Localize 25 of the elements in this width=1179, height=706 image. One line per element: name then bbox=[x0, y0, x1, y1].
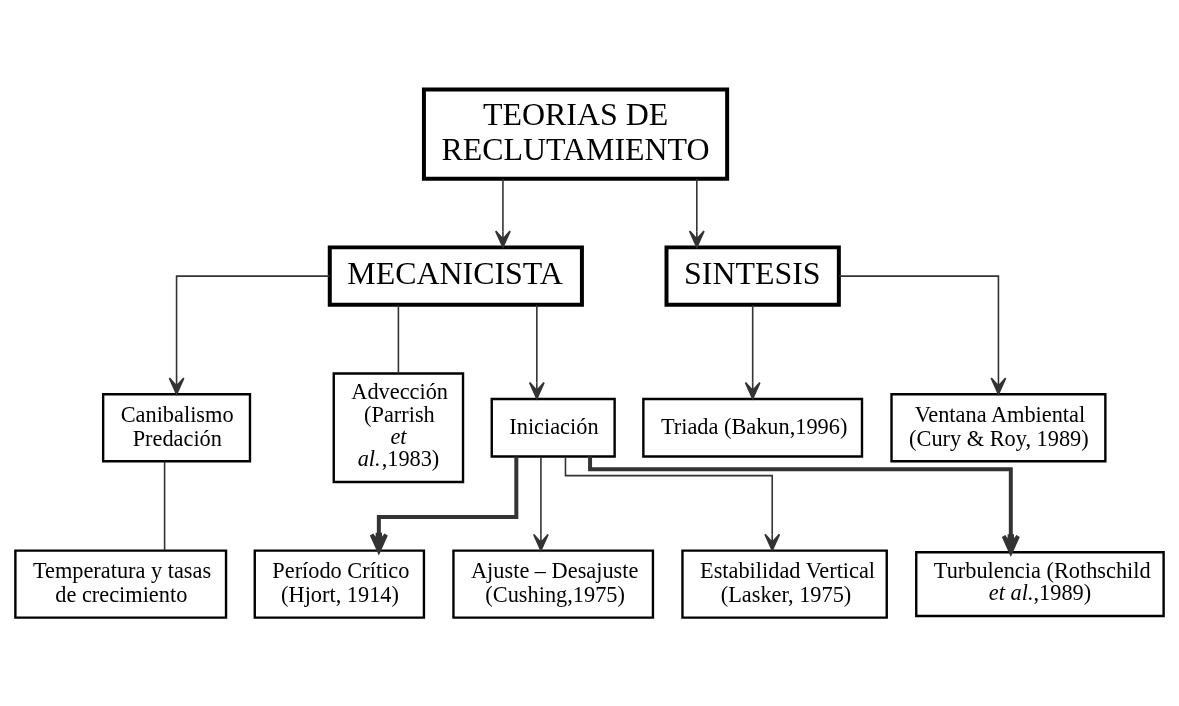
node-box: Ventana Ambiental (Cury & Roy, 1989) bbox=[890, 392, 1107, 462]
connector bbox=[163, 460, 166, 551]
arrow bbox=[168, 274, 331, 395]
arrow bbox=[532, 455, 549, 551]
arrow bbox=[688, 177, 705, 248]
node-box: Triada (Bakun,1996) bbox=[642, 397, 864, 458]
arrow bbox=[564, 455, 781, 551]
node-box: Canibalismo Predación bbox=[101, 392, 252, 462]
arrow bbox=[528, 304, 545, 399]
node-box: MECANICISTA bbox=[327, 244, 584, 307]
node-box: Turbulencia (Rothschild et al.,1989) bbox=[915, 550, 1165, 617]
node-box: TEORIAS DE RECLUTAMIENTO bbox=[421, 86, 730, 181]
node-box: Advección (Parrish et al.,1983) bbox=[332, 371, 465, 483]
node-box: Iniciación bbox=[490, 397, 616, 458]
connector bbox=[397, 304, 400, 374]
node-box: Temperatura y tasas de crecimiento bbox=[14, 548, 228, 619]
arrow bbox=[369, 456, 519, 553]
arrow bbox=[588, 456, 1020, 554]
node-box: Período Crítico (Hjort, 1914) bbox=[253, 548, 426, 619]
arrow bbox=[838, 274, 1007, 395]
arrow bbox=[494, 177, 511, 248]
node-box: Ajuste – Desajuste (Cushing,1975) bbox=[452, 548, 655, 619]
node-box: Estabilidad Vertical (Lasker, 1975) bbox=[681, 548, 888, 619]
arrow bbox=[744, 304, 761, 399]
node-box: SINTESIS bbox=[664, 244, 841, 307]
